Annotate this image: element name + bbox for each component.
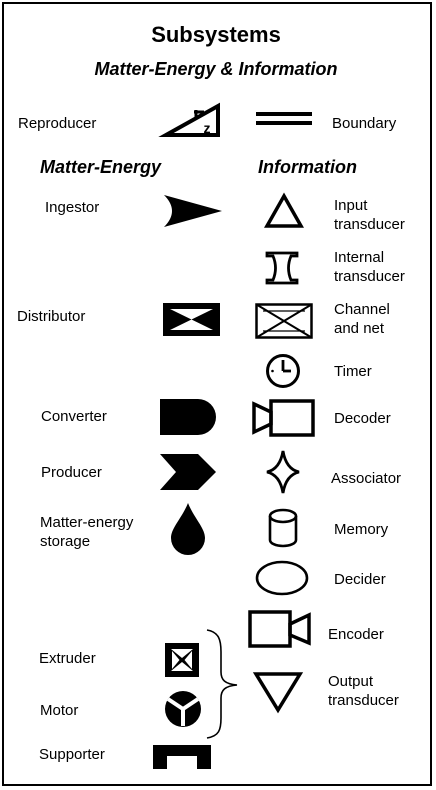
motor-label: Motor [40,702,79,719]
legend-subtitle: Matter-Energy & Information [94,59,338,79]
matter-energy-heading: Matter-Energy [40,157,162,177]
boundary-label: Boundary [332,115,397,132]
grouping-brace-icon [206,629,238,739]
ingestor-icon [164,195,222,227]
input-transducer-label-line-2: transducer [334,216,405,233]
input-transducer-label: Input transducer [334,196,405,234]
ingestor-label: Ingestor [45,199,100,216]
internal-transducer-label-line-1: Internal [334,249,385,266]
encoder-label: Encoder [328,626,384,643]
channel-and-net-icon [255,303,313,339]
input-transducer-label-line-1: Input [334,197,368,214]
legend-title: Subsystems [151,22,281,47]
matter-energy-storage-icon [171,503,205,555]
output-transducer-icon [252,672,304,714]
matter-energy-storage-label-line-2: storage [40,533,91,550]
reproducer-glyph: z [204,120,211,136]
timer-label: Timer [334,363,372,380]
memory-label: Memory [334,521,389,538]
channel-and-net-label-line-2: and net [334,320,385,337]
channel-and-net-label-line-1: Channel [334,301,390,318]
associator-icon [266,450,300,494]
producer-icon [160,454,216,490]
output-transducer-label-line-2: transducer [328,692,399,709]
channel-and-net-label: Channel and net [334,300,390,338]
internal-transducer-label-line-2: transducer [334,268,405,285]
converter-label: Converter [41,408,107,425]
decoder-label: Decoder [334,410,391,427]
output-transducer-label-line-1: Output [328,673,374,690]
producer-label: Producer [41,464,102,481]
supporter-label: Supporter [39,746,105,763]
extruder-icon [165,643,199,677]
information-heading: Information [258,157,357,177]
matter-energy-storage-label-line-1: Matter-energy [40,514,134,531]
matter-energy-storage-label: Matter-energy storage [40,513,133,551]
decider-label: Decider [334,571,386,588]
encoder-icon [248,610,311,648]
memory-icon [268,508,298,548]
legend-frame [2,2,432,786]
distributor-label: Distributor [17,308,86,325]
boundary-icon [256,112,312,125]
input-transducer-icon [263,192,305,228]
reproducer-icon: z [158,102,220,137]
timer-icon [266,354,300,388]
converter-icon [160,399,216,435]
output-transducer-label: Output transducer [328,672,399,710]
extruder-label: Extruder [39,650,96,667]
associator-label: Associator [331,470,402,487]
internal-transducer-icon [265,251,299,285]
reproducer-label: Reproducer [18,115,97,132]
decider-icon [255,560,309,596]
decoder-icon [252,399,315,437]
internal-transducer-label: Internal transducer [334,248,405,286]
supporter-icon [153,745,211,769]
motor-icon [165,691,201,727]
distributor-icon [163,303,220,336]
